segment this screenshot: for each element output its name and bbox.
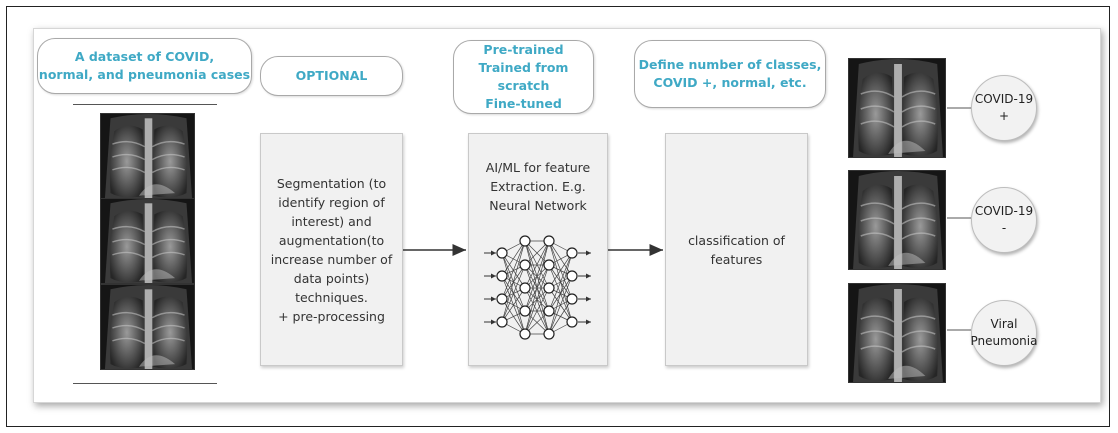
nn-node [543, 282, 555, 294]
nn-connection [501, 287, 526, 323]
dataset-bottom-rule [73, 383, 217, 384]
nn-connection [548, 252, 573, 289]
nn-node [496, 316, 508, 328]
dataset-label: A dataset of COVID, normal, and pneumoni… [37, 38, 252, 94]
dataset-top-rule [73, 104, 217, 105]
nn-node [496, 247, 508, 259]
nn-node [519, 328, 531, 340]
nn-node [519, 259, 531, 271]
nn-node [519, 305, 531, 317]
nn-connection [548, 252, 573, 335]
optional-label: OPTIONAL [260, 56, 403, 96]
output-xray-image [848, 170, 946, 270]
output-xray-image [848, 283, 946, 383]
neural-network-icon [484, 235, 591, 340]
nn-connection [524, 240, 550, 335]
nn-node [496, 293, 508, 305]
nn-node [566, 293, 578, 305]
nn-connection [501, 240, 526, 277]
nn-connection [501, 264, 526, 323]
class-label-circle: COVID-19 + [971, 75, 1037, 141]
nn-connection [524, 240, 550, 289]
preprocessing-box: Segmentation (to identify region of inte… [260, 133, 403, 366]
chest-xray-image [100, 113, 195, 199]
nn-connection [501, 240, 526, 300]
nn-node [543, 235, 555, 247]
chest-xray-image [100, 198, 195, 284]
nn-connection [548, 298, 573, 335]
nn-node [543, 259, 555, 271]
nn-node [496, 270, 508, 282]
nn-connection [524, 287, 550, 335]
nn-connection [548, 275, 573, 335]
nn-connection [548, 240, 573, 277]
model-training-label: Pre-trained Trained from scratch Fine-tu… [453, 40, 594, 114]
nn-node [543, 305, 555, 317]
classification-box: classification of features [665, 133, 808, 366]
output-xray-image [848, 58, 946, 158]
feature-extraction-box [468, 133, 608, 366]
define-classes-label: Define number of classes, COVID +, norma… [634, 40, 826, 108]
nn-node [566, 247, 578, 259]
class-label-circle: Viral Pneumonia [971, 300, 1037, 366]
nn-node [566, 316, 578, 328]
nn-connection [524, 240, 550, 266]
nn-node [519, 235, 531, 247]
nn-node [543, 328, 555, 340]
nn-node [566, 270, 578, 282]
nn-connection [548, 252, 573, 312]
feature-extraction-text: AI/ML for feature Extraction. E.g. Neura… [485, 160, 591, 213]
nn-node [519, 282, 531, 294]
chest-xray-image [100, 284, 195, 370]
class-label-circle: COVID-19 - [971, 187, 1037, 253]
nn-connection [501, 240, 526, 323]
nn-connection [524, 264, 550, 335]
nn-connection [524, 240, 550, 312]
